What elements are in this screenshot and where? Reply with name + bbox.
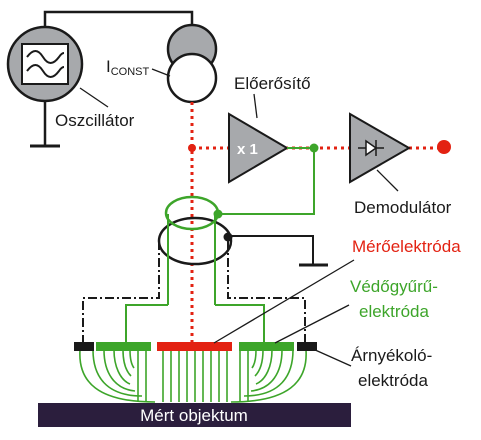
- isolation-transformer: [157, 195, 233, 266]
- shield-electrode-right: [297, 342, 317, 351]
- guard-ring-leader: [274, 304, 350, 344]
- preamp-gain-label: x 1: [237, 141, 258, 158]
- measured-object-label: Mért objektum: [140, 406, 248, 425]
- shield-leader: [312, 348, 352, 367]
- shield-electrode-left: [74, 342, 94, 351]
- guard-electrode-left: [96, 342, 151, 351]
- guard-electrode-right: [239, 342, 294, 351]
- shield-label-line1: Árnyékoló-: [351, 346, 432, 365]
- oscillator-icon: [6, 25, 84, 148]
- guard-ring-label-line2: elektróda: [359, 302, 429, 321]
- measured-object: [38, 403, 351, 427]
- measuring-electrode-label: Mérőelektróda: [352, 237, 461, 256]
- demodulator-label: Demodulátor: [354, 198, 452, 217]
- demodulator-leader: [376, 169, 399, 192]
- iconst-label: ICONST: [106, 57, 150, 78]
- shield-label-line2: elektróda: [358, 371, 428, 390]
- current-source-icon: [166, 23, 218, 104]
- signal-line: [188, 102, 451, 346]
- preamp-icon: [228, 112, 289, 184]
- shield-lines: [82, 241, 306, 345]
- measuring-electrode: [157, 342, 232, 351]
- oscillator-label: Oszcillátor: [55, 111, 135, 130]
- guard-ring-label-line1: Védőgyűrű-: [350, 277, 438, 296]
- oscillator-supply-wire: [43, 10, 194, 30]
- measuring-electrode-leader: [213, 259, 355, 344]
- right-field-lines: [230, 349, 307, 403]
- preamp-label: Előerősítő: [234, 74, 311, 93]
- center-field-lines: [162, 350, 228, 402]
- output-terminal: [437, 140, 451, 154]
- iconst-leader: [151, 68, 171, 77]
- demodulator-icon: [349, 112, 412, 184]
- left-field-lines: [79, 349, 156, 403]
- oscillator-leader: [79, 87, 109, 108]
- preamp-leader: [253, 93, 258, 119]
- guard-drop-lines: [125, 214, 265, 345]
- guard-feedback-wire: [218, 143, 319, 215]
- shield-ground-wire: [228, 235, 328, 267]
